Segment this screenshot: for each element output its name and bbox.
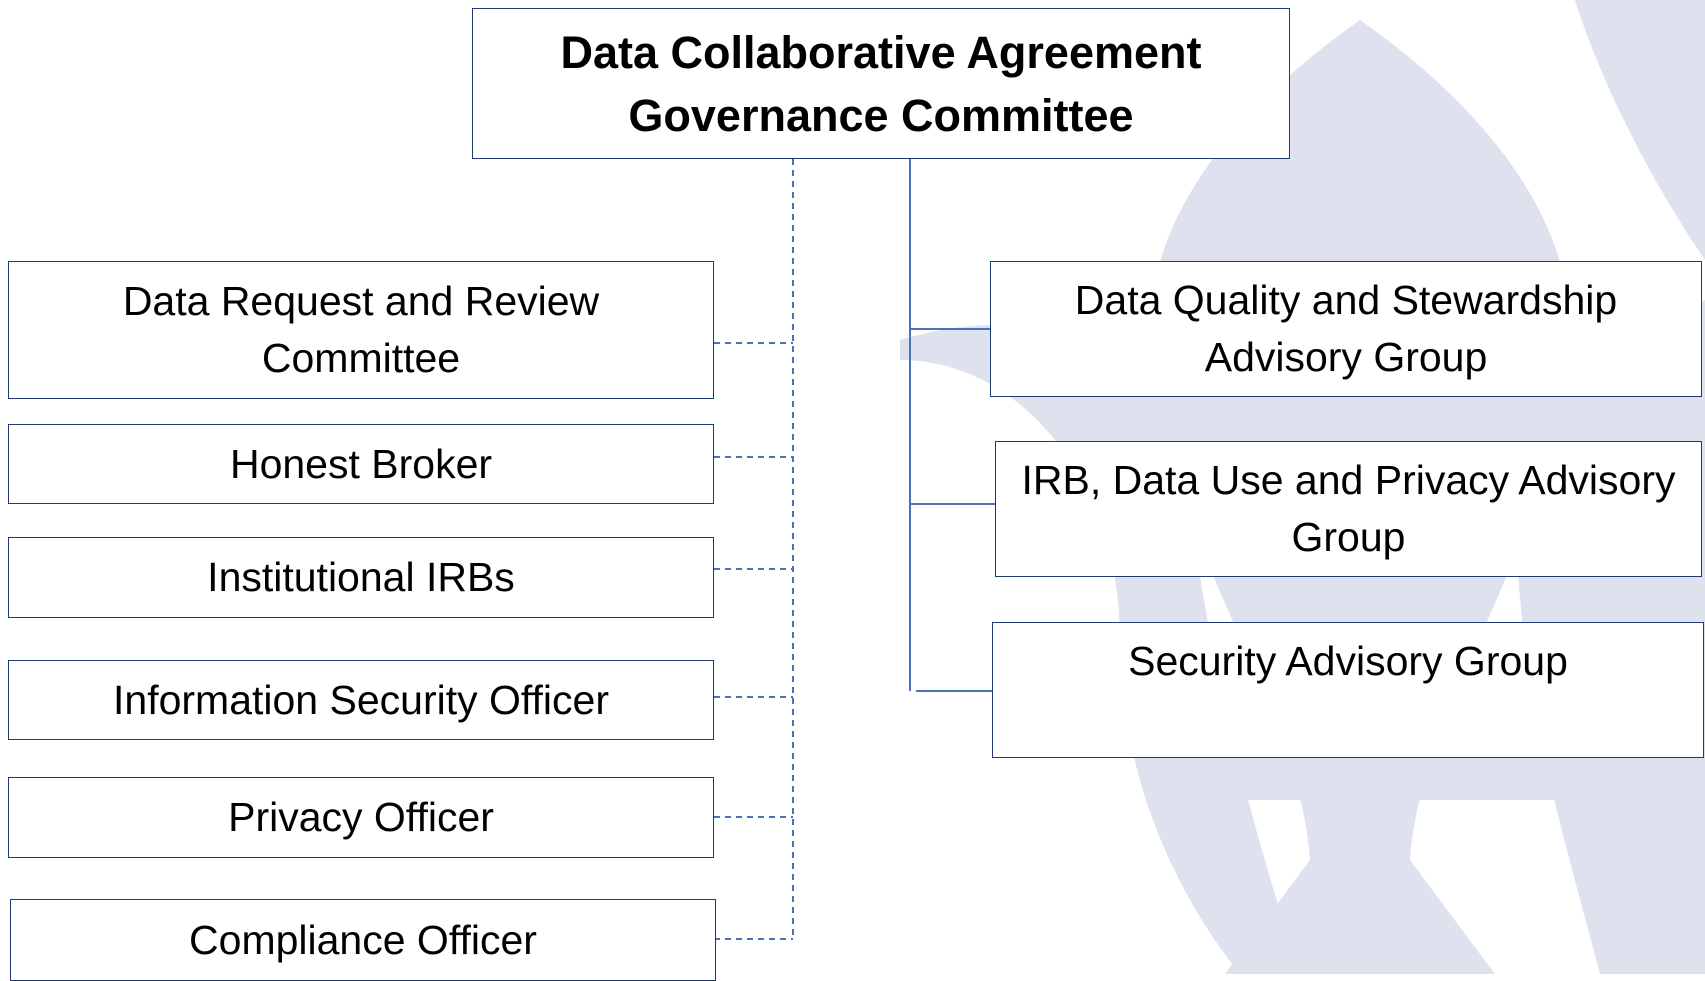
data-request-review-committee-label: Data Request and Review Committee xyxy=(122,278,600,381)
compliance-officer-box: Compliance Officer xyxy=(10,899,716,981)
irb-data-use-privacy-label: IRB, Data Use and Privacy Advisory Group xyxy=(1021,457,1676,560)
institutional-irbs-label: Institutional IRBs xyxy=(207,554,515,600)
information-security-officer-label: Information Security Officer xyxy=(113,676,609,723)
privacy-officer-box: Privacy Officer xyxy=(8,777,714,858)
compliance-officer-label: Compliance Officer xyxy=(189,916,537,963)
privacy-officer-label: Privacy Officer xyxy=(228,794,494,840)
watermark-edge xyxy=(1575,0,1705,260)
governance-committee-box: Data Collaborative Agreement Governance … xyxy=(472,8,1290,159)
right-connectors xyxy=(909,159,995,692)
watermark-left-curl xyxy=(900,325,1300,974)
honest-broker-label: Honest Broker xyxy=(229,440,493,487)
left-connectors xyxy=(714,159,794,940)
data-request-review-committee-box: Data Request and Review Committee xyxy=(8,261,714,399)
data-quality-stewardship-box: Data Quality and Stewardship Advisory Gr… xyxy=(990,261,1702,397)
security-advisory-group-label: Security Advisory Group xyxy=(1128,638,1568,684)
irb-data-use-privacy-box: IRB, Data Use and Privacy Advisory Group xyxy=(995,441,1702,577)
data-quality-stewardship-label: Data Quality and Stewardship Advisory Gr… xyxy=(1074,277,1618,380)
honest-broker-box: Honest Broker xyxy=(8,424,714,504)
institutional-irbs-box: Institutional IRBs xyxy=(8,537,714,618)
information-security-officer-box: Information Security Officer xyxy=(8,660,714,740)
governance-committee-label: Data Collaborative Agreement Governance … xyxy=(560,26,1202,141)
security-advisory-group-box: Security Advisory Group xyxy=(992,622,1704,758)
